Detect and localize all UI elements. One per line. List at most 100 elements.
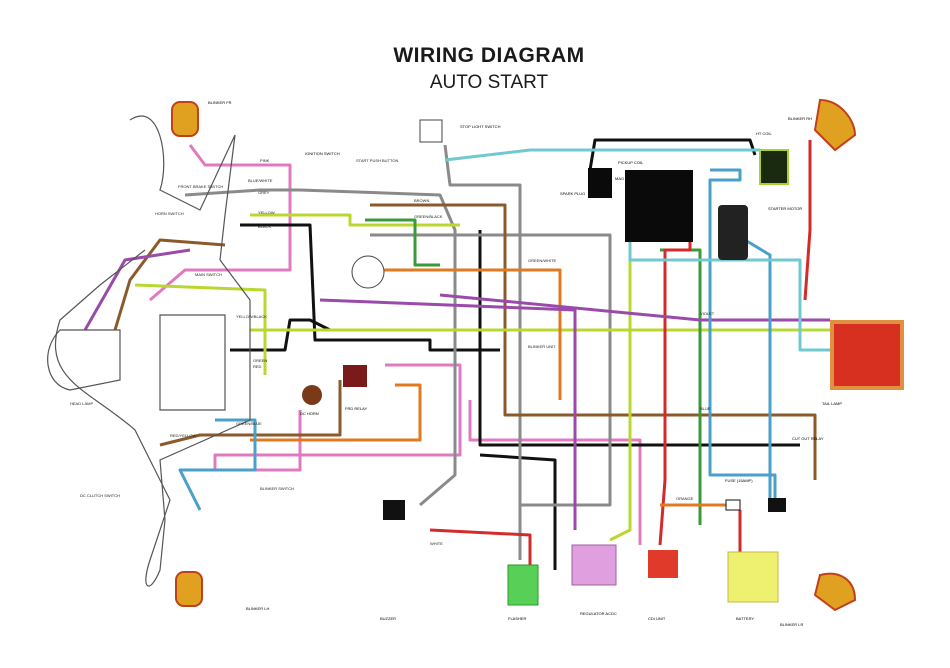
label-wire-blue: BLUE [700, 406, 711, 411]
wire-orange [380, 268, 562, 400]
svg-text:FUSE (15AMP): FUSE (15AMP) [725, 478, 753, 483]
svg-text:BLINKER FR: BLINKER FR [208, 100, 232, 105]
blinker-lh: BLINKER LH [175, 571, 269, 611]
wire-pink-3 [468, 400, 642, 545]
label-wire-violet: VIOLET [700, 311, 715, 316]
wire-violet [83, 248, 191, 331]
flasher: FLASHER [507, 564, 539, 621]
wire-red-3 [803, 140, 812, 301]
svg-text:IGNITION SWITCH: IGNITION SWITCH [305, 151, 340, 156]
label-wire-green-blue: GREEN/BLUE [236, 421, 262, 426]
label-wire-green-white: GREEN/WHITE [528, 258, 557, 263]
wire-blue-4 [178, 418, 257, 511]
wire-yellow-3 [134, 283, 267, 375]
label-wire-yellow-black: YELLOW/BLACK [236, 314, 267, 319]
label-wire-yellow: YELLOW [258, 210, 275, 215]
svg-text:MAG: MAG [615, 176, 624, 181]
svg-text:BATTERY: BATTERY [736, 616, 754, 621]
svg-text:BLINKER LR: BLINKER LR [780, 622, 803, 627]
svg-text:CDI UNIT: CDI UNIT [648, 616, 666, 621]
svg-text:REGULATOR ACDC: REGULATOR ACDC [580, 611, 617, 616]
svg-text:HT COIL: HT COIL [756, 131, 772, 136]
wire-cyan [628, 240, 830, 352]
ht-coil: HT COIL [756, 131, 789, 185]
wire-blue-3 [744, 238, 772, 500]
blinker-fr: BLINKER FR [171, 100, 232, 137]
frd-relay: FRD RELAY [343, 365, 367, 411]
fuse: FUSE (15AMP) [725, 478, 753, 511]
wire-pink-2 [213, 363, 462, 472]
pickup-coil: PICKUP COIL MAG [615, 160, 693, 242]
svg-text:DC HORN: DC HORN [300, 411, 319, 416]
wire-black-2 [240, 223, 500, 352]
svg-text:BLINKER RH: BLINKER RH [788, 116, 812, 121]
wire-black-main [588, 138, 757, 171]
svg-text:STARTER MOTOR: STARTER MOTOR [768, 206, 802, 211]
wire-brown-3 [159, 380, 342, 447]
label-clutch-switch: DC CLUTCH SWITCH [80, 493, 120, 498]
label-wire-brown: BROWN [414, 198, 429, 203]
svg-text:SPARK PLUG: SPARK PLUG [560, 191, 585, 196]
ignition-switch: IGNITION SWITCH [305, 151, 385, 289]
wire-yellow-4 [609, 240, 632, 542]
wire-brown-2 [113, 238, 226, 331]
wire-blue [444, 148, 760, 162]
label-wire-orange: ORANGE [676, 496, 694, 501]
speedo-outline [159, 314, 226, 411]
svg-text:TAIL LAMP: TAIL LAMP [822, 401, 842, 406]
wire-green [365, 218, 440, 267]
headlamp-outline [47, 329, 121, 391]
svg-text:FRD RELAY: FRD RELAY [345, 406, 367, 411]
label-wire-grey: GREY [258, 190, 270, 195]
wire-yellow [250, 213, 460, 227]
label-wire-green: GREEN [253, 358, 267, 363]
stop-light-switch: STOP LIGHT SWITCH [419, 119, 501, 143]
wire-black-3 [478, 230, 800, 447]
label-head-lamp: HEAD LAMP [70, 401, 93, 406]
blinker-rh: BLINKER RH [788, 98, 857, 152]
label-wire-green-black: GREEN/BLACK [414, 214, 443, 219]
svg-text:PICKUP COIL: PICKUP COIL [618, 160, 644, 165]
spark-plug: SPARK PLUG [560, 168, 612, 198]
svg-text:BUZZER: BUZZER [380, 616, 396, 621]
cdi-unit: CDI UNIT [648, 550, 678, 621]
label-wire-black: BLACK [258, 224, 271, 229]
svg-text:BLINKER LH: BLINKER LH [246, 606, 269, 611]
wire-grey [184, 188, 457, 507]
label-blinker-unit: BLINKER UNIT [528, 344, 556, 349]
wire-orange-2 [250, 383, 422, 442]
wire-brown [370, 203, 817, 480]
dc-horn: DC HORN [300, 385, 322, 416]
blinker-lr: BLINKER LR [780, 572, 857, 627]
wire-violet-2 [319, 298, 577, 530]
wire-red-2 [429, 528, 532, 570]
wire-black-5 [479, 453, 557, 570]
svg-text:CUT OUT RELAY: CUT OUT RELAY [792, 436, 824, 441]
label-wire-red: RED [253, 364, 262, 369]
wire-black-4 [230, 318, 331, 352]
starter-motor: STARTER MOTOR [718, 205, 802, 260]
label-horn-switch: HORN SWITCH [155, 211, 184, 216]
wire-pink [149, 144, 292, 302]
cut-out-relay: CUT OUT RELAY [768, 436, 824, 512]
label-wire-white: WHITE [430, 541, 443, 546]
page-subtitle: AUTO START [429, 72, 549, 93]
tail-lamp: TAIL LAMP [822, 320, 904, 406]
label-main-switch: MAIN SWITCH [195, 272, 222, 277]
label-wire-red-yellow: RED/YELLOW [170, 433, 196, 438]
battery: BATTERY [727, 551, 779, 621]
handlebar-outline [54, 115, 251, 587]
wire-grey-3 [443, 144, 522, 555]
label-wire-pink: PINK [260, 158, 270, 163]
label-blinker-switch: BLINKER SWITCH [260, 486, 294, 491]
regulator: REGULATOR ACDC [571, 544, 617, 616]
wire-blue-2 [708, 168, 777, 505]
buzzer: BUZZER [380, 500, 405, 621]
label-wire-blue-white: BLUE/WHITE [248, 178, 273, 183]
svg-text:STOP LIGHT SWITCH: STOP LIGHT SWITCH [460, 124, 501, 129]
page-title: WIRING DIAGRAM [393, 44, 585, 67]
label-front-brake-switch: FRONT BRAKE SWITCH [178, 184, 223, 189]
svg-text:FLASHER: FLASHER [508, 616, 527, 621]
wire-violet-3 [439, 293, 830, 322]
